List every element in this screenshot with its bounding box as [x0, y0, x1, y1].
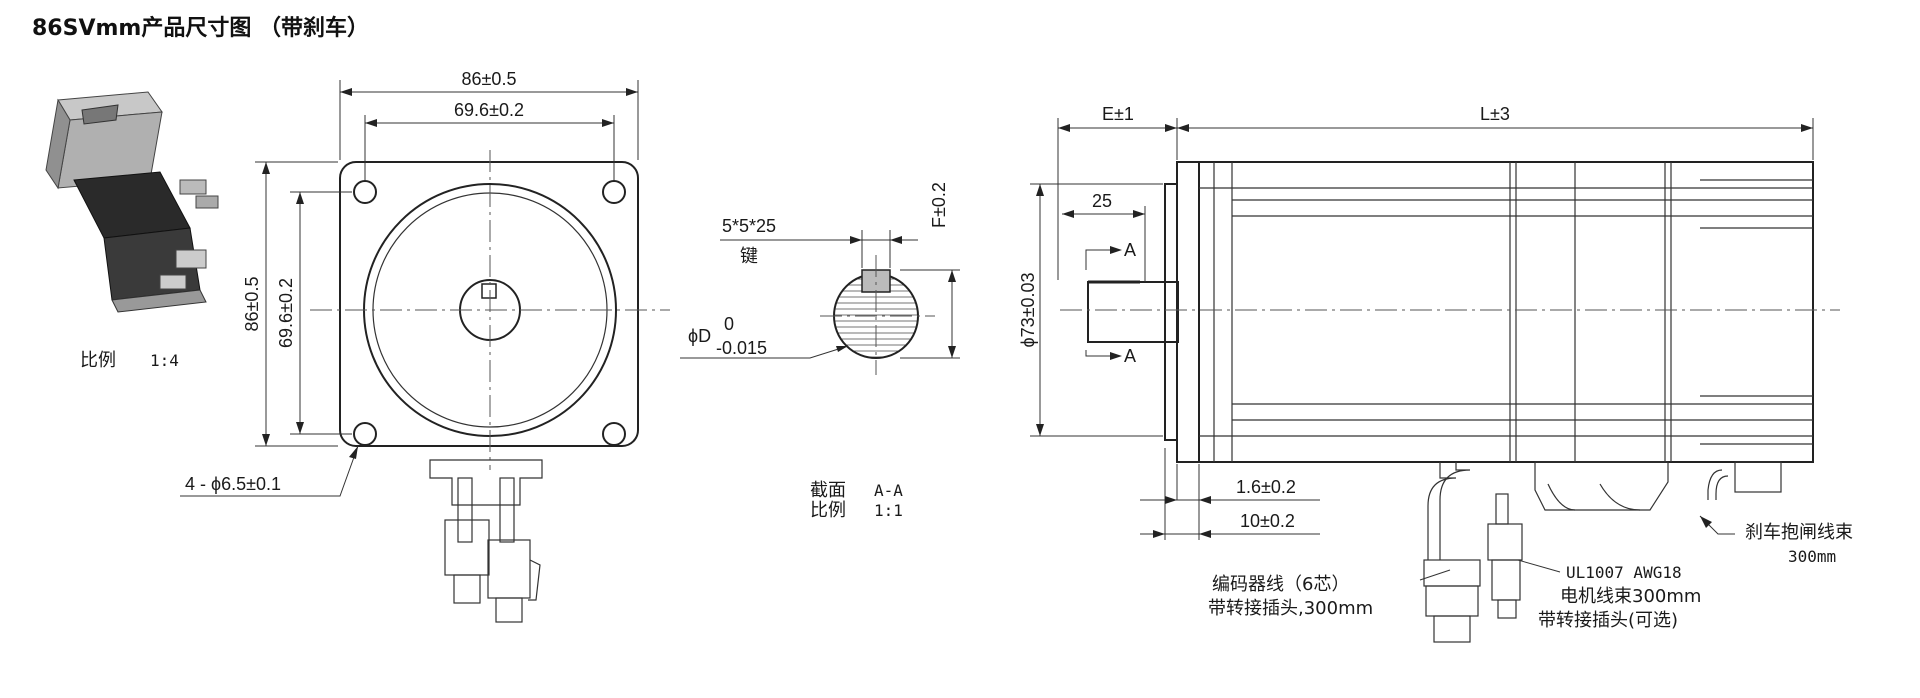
side-shaft-length: E±1 — [1102, 104, 1134, 124]
side-body-length: L±3 — [1480, 104, 1510, 124]
photo-scale-label: 比例 — [80, 350, 116, 371]
side-key-length: 25 — [1092, 191, 1112, 211]
mount-hole — [353, 422, 377, 446]
side-body — [1198, 161, 1814, 463]
section-scale-value: 1:1 — [874, 501, 903, 520]
section-label: 截面 — [810, 480, 846, 501]
side-pilot-diameter: ϕ73±0.03 — [1018, 272, 1038, 347]
section-name: A-A — [874, 481, 903, 500]
brake-note-2: 300mm — [1788, 547, 1836, 566]
mount-hole — [602, 180, 626, 204]
motor-note-2: 电机线束300mm — [1560, 586, 1701, 607]
drawing-title: 86SVmm产品尺寸图 （带刹车） — [32, 15, 369, 41]
front-height-inner: 69.6±0.2 — [276, 278, 296, 348]
encoder-note-2: 带转接插头,300mm — [1208, 598, 1373, 619]
section-scale-label: 比例 — [810, 500, 846, 521]
brake-note-1: 刹车抱闸线束 — [1745, 522, 1853, 543]
front-width-inner: 69.6±0.2 — [454, 100, 524, 120]
photo-scale-value: 1:4 — [150, 351, 179, 370]
shaft-tol-lower: -0.015 — [716, 338, 767, 358]
side-flange — [1164, 183, 1178, 441]
motor-note-3: 带转接插头(可选) — [1538, 610, 1678, 631]
motor-note-1: UL1007 AWG18 — [1566, 563, 1682, 582]
side-view: E±1 L±3 25 ϕ73±0.03 A A 1.6±0.2 1 — [1018, 104, 1853, 643]
section-mark-top: A — [1124, 240, 1136, 260]
shaft-diameter: ϕD — [688, 326, 711, 346]
front-holes-callout: 4 - ϕ6.5±0.1 — [185, 474, 281, 494]
section-mark-bottom: A — [1124, 346, 1136, 366]
front-flange — [339, 161, 639, 447]
mount-hole — [602, 422, 626, 446]
side-flange-step: 1.6±0.2 — [1236, 477, 1296, 497]
encoder-note-1: 编码器线（6芯） — [1212, 574, 1349, 595]
front-view: 86±0.5 69.6±0.2 86±0.5 69.6±0.2 4 - ϕ6.5… — [180, 69, 670, 623]
front-width-outer: 86±0.5 — [462, 69, 517, 89]
shaft-tol-upper: 0 — [724, 314, 734, 334]
key-label: 键 — [740, 246, 758, 267]
section-view: 5*5*25 键 F±0.2 ϕD 0 -0.015 截面 A-A 比例 1:1 — [680, 182, 960, 521]
mount-hole — [353, 180, 377, 204]
side-flange-thickness: 10±0.2 — [1240, 511, 1295, 531]
front-height-outer: 86±0.5 — [242, 277, 262, 332]
key-height: F±0.2 — [929, 182, 949, 228]
motor-iso-illustration — [45, 91, 219, 313]
key-size: 5*5*25 — [722, 216, 776, 236]
